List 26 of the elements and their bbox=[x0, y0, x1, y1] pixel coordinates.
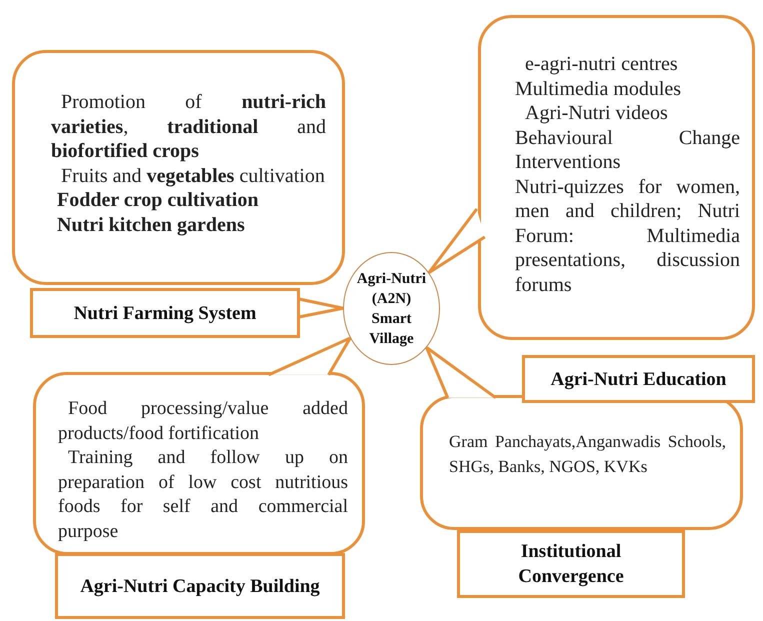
title-box bbox=[522, 355, 755, 403]
bullet-text: e-agri-nutri centres bbox=[524, 52, 679, 76]
bullet-text: Nutri-quizzes for women, men and children; Nutri Forum: Multimedia presentations, discussion forums bbox=[515, 174, 740, 297]
speech-bubble-tail bbox=[425, 346, 498, 400]
bullet-text: Fodder crop cultivation bbox=[56, 188, 260, 212]
title-text: Agri-Nutri Education bbox=[550, 368, 728, 392]
bullet-text: Food processing/value added products/food fortification bbox=[58, 397, 348, 446]
callout-bubble bbox=[12, 50, 345, 285]
speech-bubble-tail bbox=[427, 208, 486, 274]
speech-bubble-tail bbox=[297, 298, 344, 318]
bullet-text: Nutri kitchen gardens bbox=[56, 212, 246, 237]
title-text: Institutional Convergence bbox=[517, 540, 625, 589]
bullet-text: Agri-Nutri videos bbox=[524, 101, 669, 126]
center-text: Agri-Nutri (A2N) Smart Village bbox=[356, 270, 426, 348]
bullet-text: Behavioural Change Interventions bbox=[515, 126, 740, 174]
bullet-text: Multimedia modules bbox=[515, 76, 682, 101]
bullet-text: Training and follow up on preparation of low cost nutritious foods for self and commercial purpose bbox=[58, 446, 348, 544]
title-box bbox=[457, 530, 685, 598]
bullet-text: Fruits and vegetables cultivation bbox=[60, 164, 326, 188]
callout-bubble bbox=[478, 15, 755, 340]
bullet-text: Gram Panchayats,Anganwadis Schools, SHGs, Banks, NGOS, KVKs bbox=[449, 431, 726, 478]
title-box bbox=[55, 553, 345, 619]
title-text: Nutri Farming System bbox=[72, 302, 258, 326]
speech-bubble-tail bbox=[267, 336, 352, 376]
callout-bubble bbox=[33, 372, 365, 555]
title-text: Agri-Nutri Capacity Building bbox=[79, 574, 321, 598]
